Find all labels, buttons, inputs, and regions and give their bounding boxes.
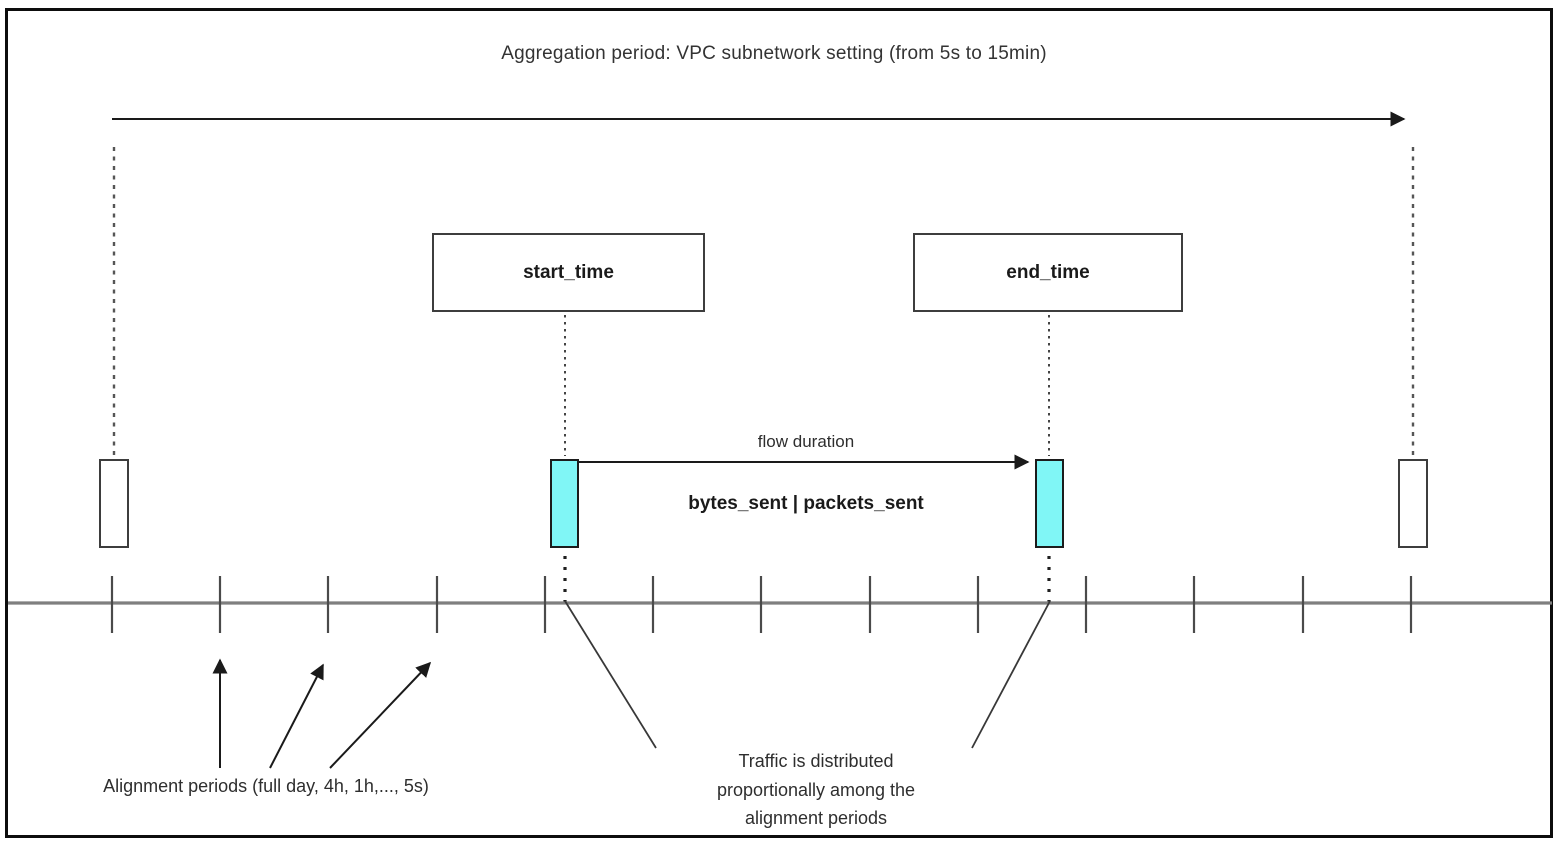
traffic-note: Traffic is distributed proportionally am… (681, 747, 951, 833)
alignment-arrow (269, 663, 324, 769)
traffic-pointer-line-start (564, 600, 657, 749)
start-time-box: start_time (432, 233, 705, 312)
flow-metrics-label: bytes_sent | packets_sent (688, 493, 924, 514)
end-time-box: end_time (913, 233, 1183, 312)
alignment-arrow (329, 661, 432, 769)
flow-duration-label: flow duration (757, 432, 855, 451)
start-time-label: start_time (523, 261, 614, 283)
traffic-note-line: alignment periods (744, 808, 888, 828)
alignment-periods-label: Alignment periods (full day, 4h, 1h,...,… (103, 776, 429, 796)
end-time-label: end_time (1006, 261, 1090, 283)
diagram-title: Aggregation period: VPC subnetwork setti… (501, 43, 1047, 64)
flow-end-marker (1035, 459, 1064, 548)
traffic-note-line: proportionally among the (716, 779, 916, 800)
traffic-pointer-line-end (971, 600, 1051, 749)
flow-start-marker (550, 459, 579, 548)
traffic-note-line: Traffic is distributed (738, 751, 894, 771)
right-boundary-marker (1398, 459, 1428, 548)
left-boundary-marker (99, 459, 129, 548)
